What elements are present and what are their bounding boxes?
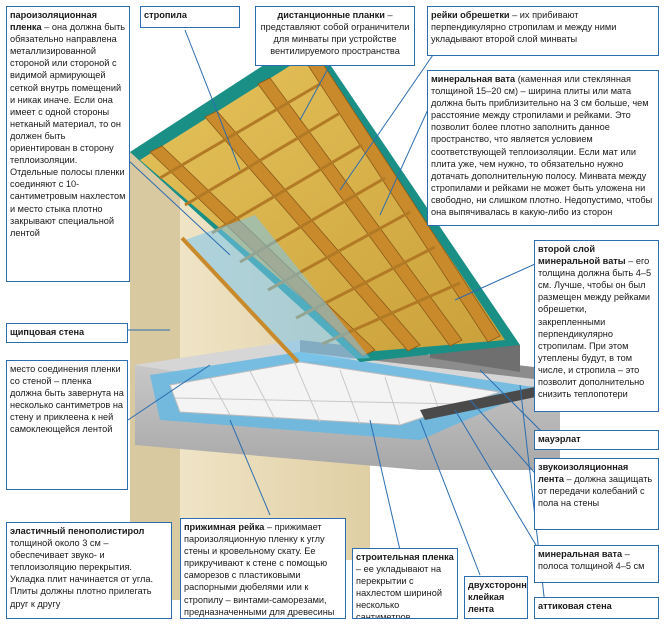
label-acoustic-tape-text: – должна защищать от передачи колебаний … — [538, 474, 653, 509]
label-battens-text: – их прибивают перпендикулярно стропилам… — [431, 10, 617, 45]
label-attic-wall-title: аттиковая стена — [538, 601, 612, 611]
label-building-film: строительная пленка – ее укладывают на п… — [352, 548, 458, 619]
label-building-film-title: строительная пленка — [356, 552, 454, 562]
label-vapor-barrier: пароизоляционная пленка – она должна быт… — [6, 6, 130, 282]
label-elastic-foam: эластичный пенополистирол толщиной около… — [6, 522, 172, 619]
label-film-wall-joint-text: место соединения пленки со стеной – плен… — [10, 364, 124, 435]
label-mineral-wool: минеральная вата (каменная или стеклянна… — [427, 70, 659, 226]
label-mineral-wool-text: (каменная или стеклянная толщиной 15–20 … — [431, 74, 653, 218]
clamp-strip — [180, 236, 300, 364]
label-double-tape-title: двухсторонняя клейкая лента — [468, 580, 527, 615]
leader-lines — [127, 29, 556, 606]
label-gable-wall: щипцовая стена — [6, 323, 128, 343]
label-wall-plate: мауэрлат — [534, 430, 659, 450]
label-spacer-strips-text: – представляют собой ограничители для ми… — [260, 10, 410, 57]
label-vapor-barrier-text: – она должна быть обязательно направлена… — [10, 22, 126, 238]
label-battens-title: рейки обрешетки — [431, 10, 510, 20]
label-wool-strip: минеральная вата – полоса толщиной 4–5 с… — [534, 545, 659, 583]
label-elastic-foam-title: эластичный пенополистирол — [10, 526, 145, 536]
label-attic-wall: аттиковая стена — [534, 597, 659, 619]
label-wool-strip-title: минеральная вата — [538, 549, 623, 559]
label-spacer-strips: дистанционные планки – представляют собо… — [255, 6, 415, 66]
label-rafters-title: стропила — [144, 10, 187, 20]
label-building-film-text: – ее укладывают на перекрытии с нахлесто… — [356, 564, 442, 619]
vapor-barrier-sheet — [185, 215, 370, 362]
label-second-layer-title: второй слой минеральной ваты — [538, 244, 626, 267]
label-battens: рейки обрешетки – их прибивают перпендик… — [427, 6, 659, 56]
label-rafters: стропила — [140, 6, 240, 28]
label-vapor-barrier-title: пароизоляционная пленка — [10, 10, 97, 33]
label-second-layer-text: – его толщина должна быть 4–5 см. Лучше,… — [538, 256, 652, 400]
label-acoustic-tape-title: звукоизоляционная лента — [538, 462, 629, 485]
label-clamp-strip-text: – прижимает пароизоляционную пленку к уг… — [184, 522, 335, 617]
label-clamp-strip: прижимная рейка – прижимает пароизоляцио… — [180, 518, 346, 619]
label-clamp-strip-title: прижимная рейка — [184, 522, 265, 532]
label-wool-strip-text: – полоса толщиной 4–5 см — [538, 549, 645, 572]
label-wall-plate-title: мауэрлат — [538, 434, 581, 444]
label-acoustic-tape: звукоизоляционная лента – должна защищат… — [534, 458, 659, 530]
label-second-layer: второй слой минеральной ваты – его толщи… — [534, 240, 659, 412]
label-mineral-wool-title: минеральная вата — [431, 74, 516, 84]
label-spacer-strips-title: дистанционные планки — [277, 10, 385, 20]
label-gable-wall-title: щипцовая стена — [10, 327, 85, 337]
label-film-wall-joint: место соединения пленки со стеной – плен… — [6, 360, 128, 490]
gable-wall-shape — [130, 120, 180, 600]
foam-board-seams — [174, 362, 461, 426]
label-double-tape: двухсторонняя клейкая лента — [464, 576, 528, 619]
label-elastic-foam-text: толщиной около 3 см – обеспечивает звуко… — [10, 538, 154, 609]
